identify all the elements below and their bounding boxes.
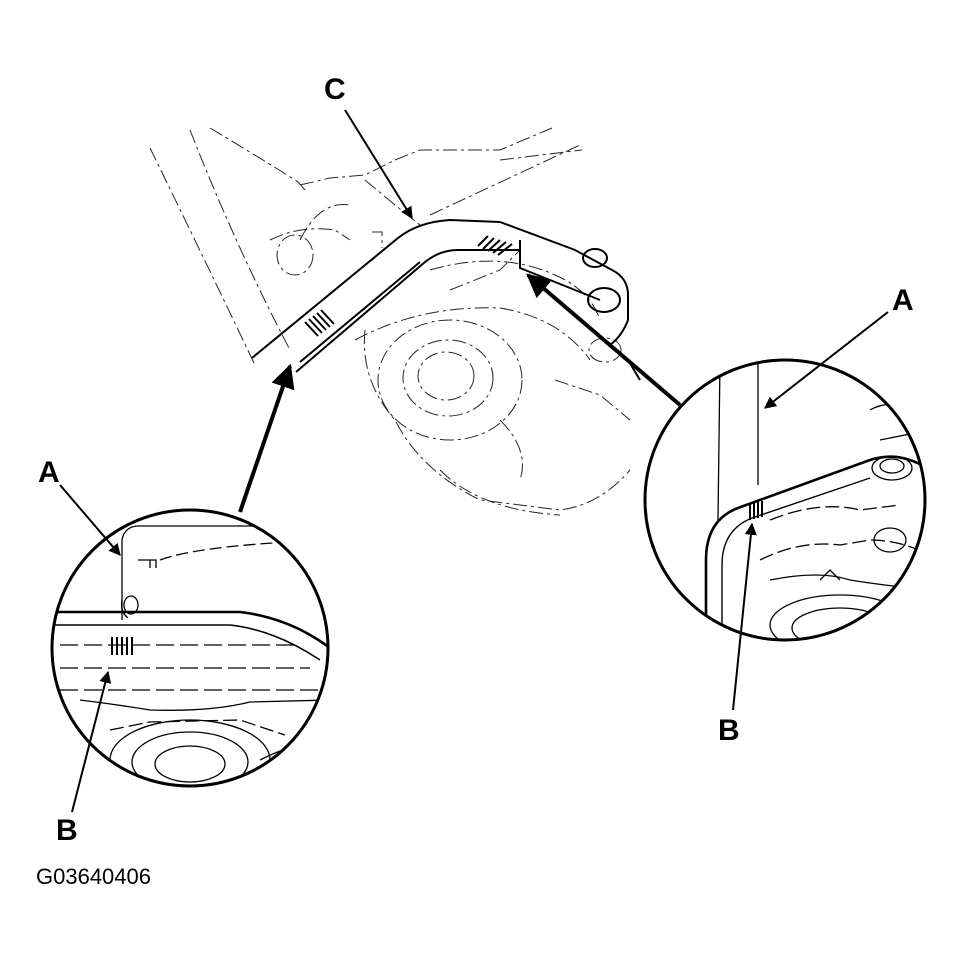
main-assembly-background [149, 127, 631, 516]
leader-a-left [59, 484, 121, 556]
arrow-right-circle-to-main [526, 273, 682, 407]
label-c: C [324, 73, 346, 106]
label-a-left: A [38, 456, 60, 489]
hatch-mark-main-right [477, 235, 513, 256]
hatch-mark-left-detail [111, 637, 133, 655]
arrow-left-circle-to-main [238, 363, 295, 513]
detail-circle-left [50, 508, 330, 788]
detail-circle-right-outline [643, 358, 927, 642]
leader-a-right [764, 311, 889, 409]
leader-b-right [732, 522, 757, 711]
hatch-mark-main-left [304, 309, 335, 337]
leader-b-left [71, 670, 112, 813]
detail-circle-left-outline [50, 508, 330, 788]
leader-arrows [59, 109, 889, 813]
label-a-right: A [892, 284, 914, 317]
detail-circle-right [643, 358, 927, 642]
leader-c [344, 109, 413, 220]
label-b-left: B [56, 814, 78, 847]
label-b-right: B [718, 714, 740, 747]
hatch-mark-right-detail [749, 501, 763, 520]
figure-id: G03640406 [36, 864, 151, 889]
